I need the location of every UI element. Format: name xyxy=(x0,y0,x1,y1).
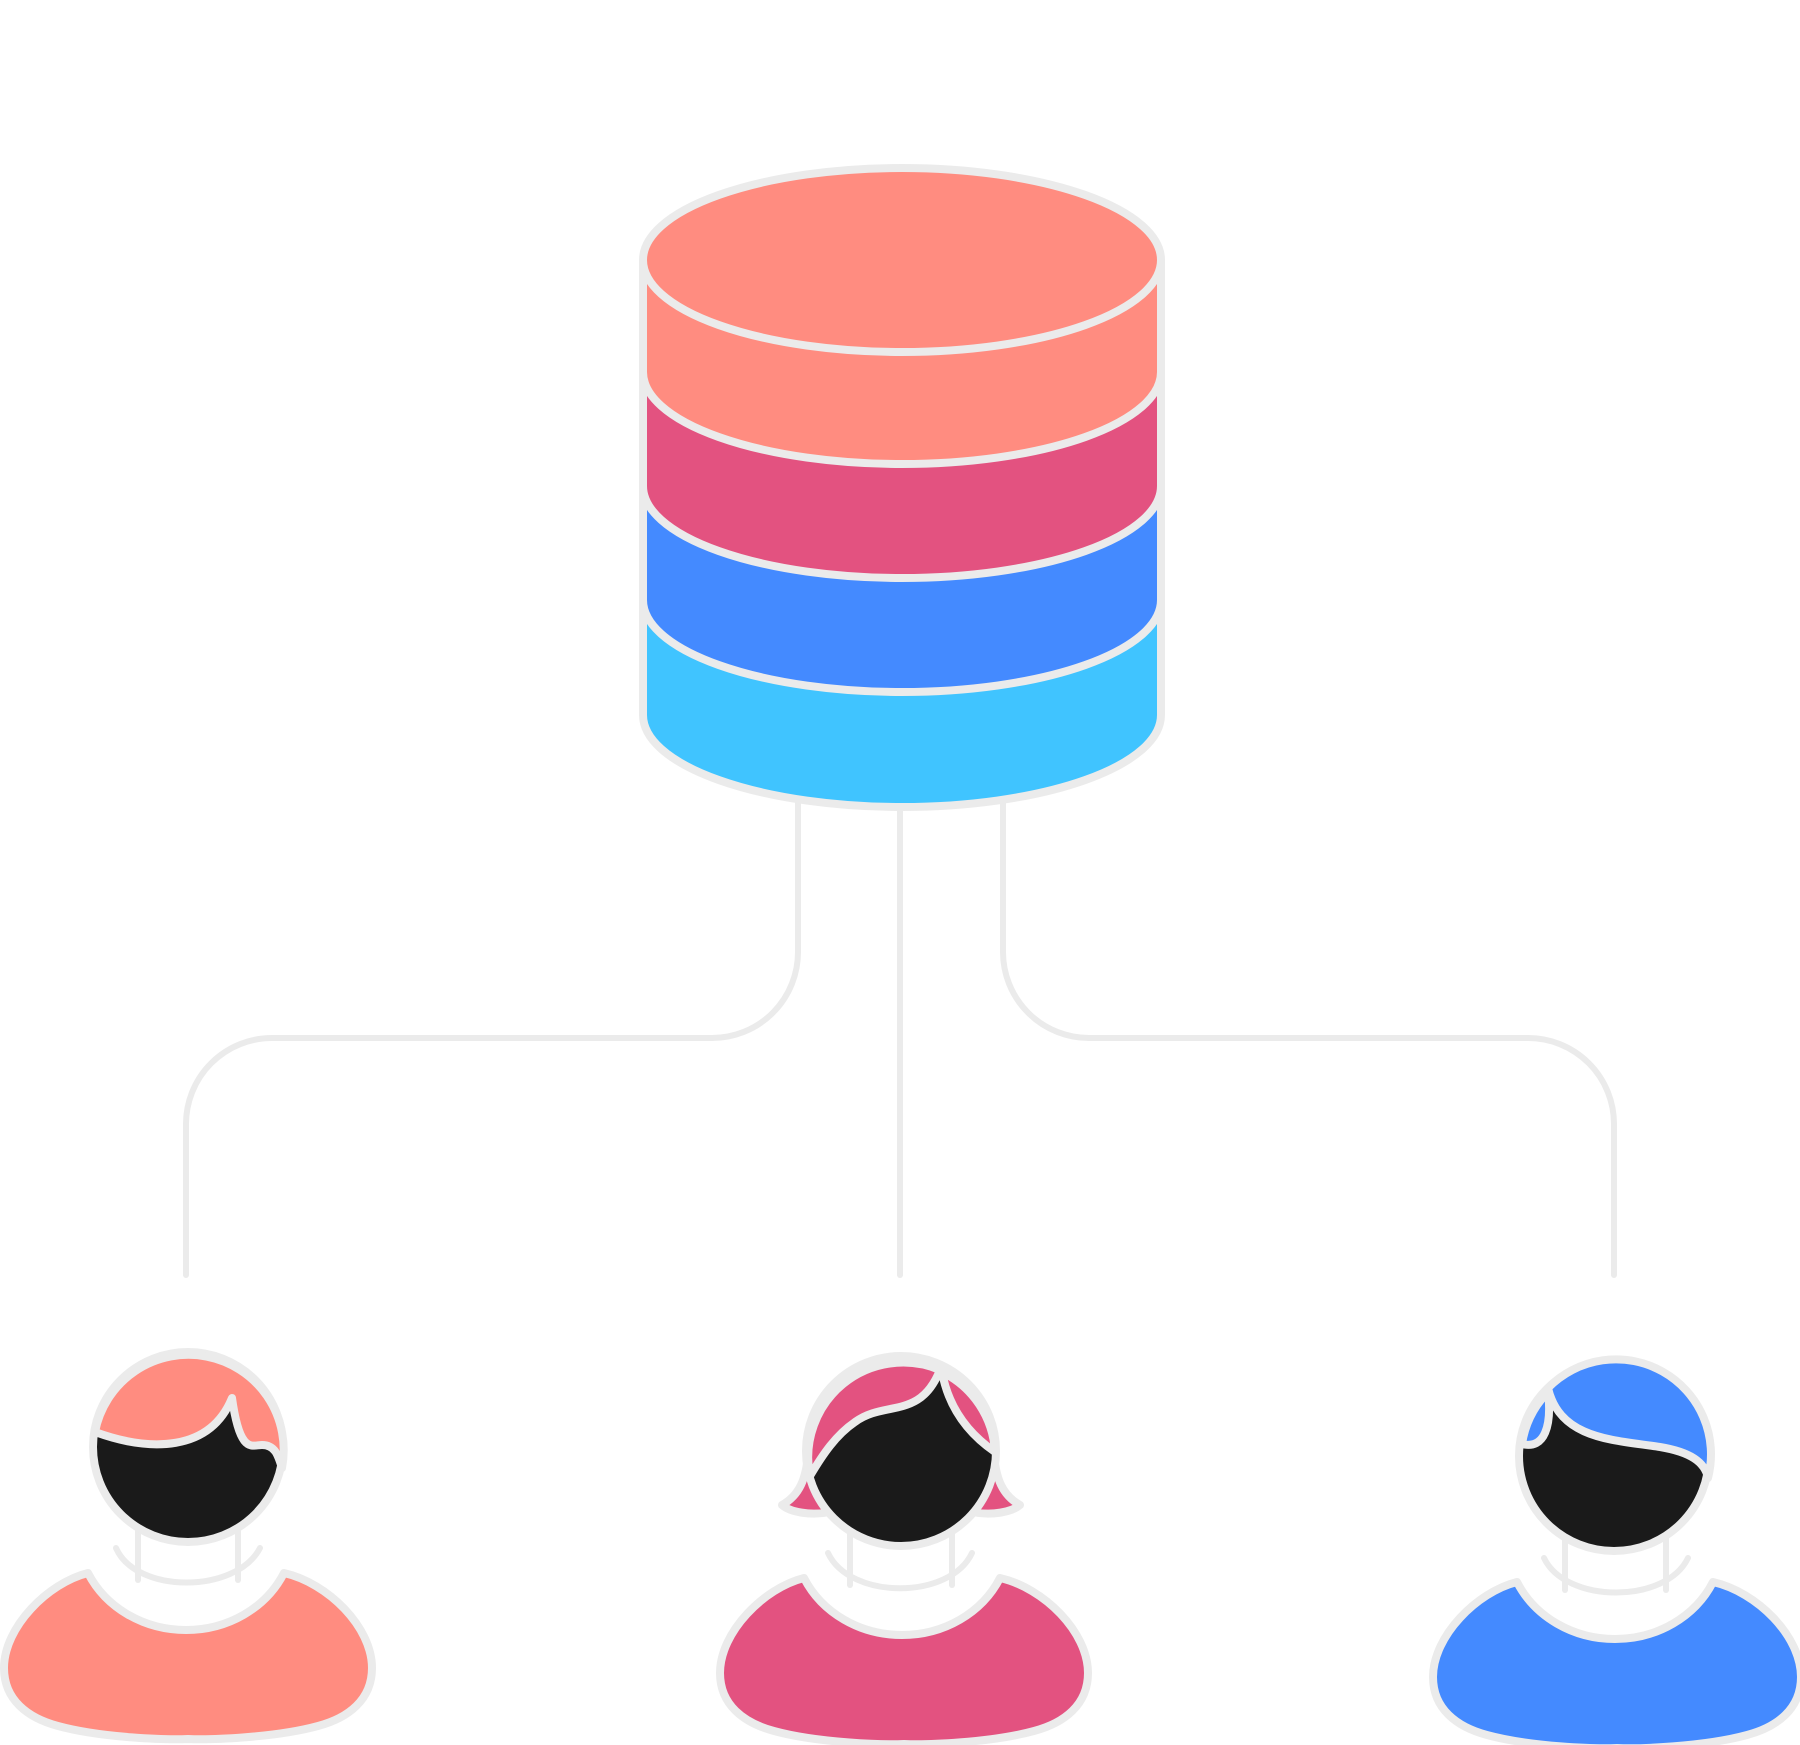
user-left-hair xyxy=(91,1350,288,1472)
connector-right xyxy=(1000,797,1617,1278)
user-left-collar xyxy=(113,1545,263,1586)
connector-left xyxy=(183,797,801,1278)
user-center-hair-side xyxy=(938,1368,999,1456)
user-right-hair-tuft xyxy=(1518,1388,1554,1449)
user-right-collar xyxy=(1541,1555,1691,1596)
user-center-shirt xyxy=(716,1574,1092,1745)
user-center xyxy=(716,1352,1092,1745)
user-center-hair-bangs xyxy=(804,1358,944,1480)
database-icon xyxy=(639,164,1165,811)
user-right xyxy=(1429,1355,1800,1745)
db-top xyxy=(639,164,1165,356)
user-center-collar xyxy=(825,1550,975,1592)
user-left xyxy=(0,1348,376,1744)
user-right-shirt xyxy=(1429,1578,1800,1745)
connectors xyxy=(183,797,1617,1278)
user-right-hair xyxy=(1544,1355,1715,1482)
user-left-shirt xyxy=(0,1569,376,1744)
